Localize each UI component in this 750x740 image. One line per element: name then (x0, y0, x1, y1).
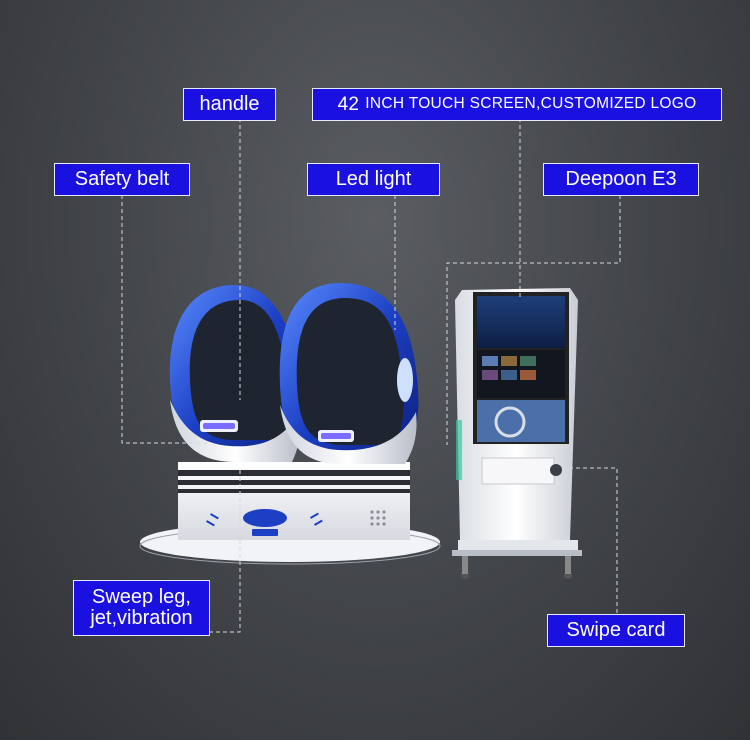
left-egg-seat (169, 285, 302, 462)
label-sweep-leg-line1: Sweep leg, (92, 586, 191, 608)
ticket-kiosk (452, 288, 582, 579)
label-led-light: Led light (307, 163, 440, 196)
label-model-text: Deepoon E3 (565, 168, 677, 190)
label-model: Deepoon E3 (543, 163, 699, 196)
label-led-light-text: Led light (335, 168, 412, 190)
label-swipe-card: Swipe card (547, 614, 685, 647)
label-swipe-card-text: Swipe card (566, 619, 666, 641)
label-sweep-leg: Sweep leg, jet,vibration (73, 580, 210, 636)
label-safety-belt-text: Safety belt (74, 168, 170, 190)
label-handle-text: handle (199, 93, 260, 115)
right-egg-seat (279, 283, 419, 464)
label-touch-screen-text: INCH TOUCH SCREEN,CUSTOMIZED LOGO (365, 95, 697, 113)
label-safety-belt: Safety belt (54, 163, 190, 196)
label-touch-screen-number: 42 (337, 93, 360, 115)
label-sweep-leg-line2: jet,vibration (90, 607, 193, 629)
seat-base (178, 462, 410, 540)
label-touch-screen: 42 INCH TOUCH SCREEN,CUSTOMIZED LOGO (312, 88, 722, 121)
label-handle: handle (183, 88, 276, 121)
callout-lines (121, 118, 621, 633)
